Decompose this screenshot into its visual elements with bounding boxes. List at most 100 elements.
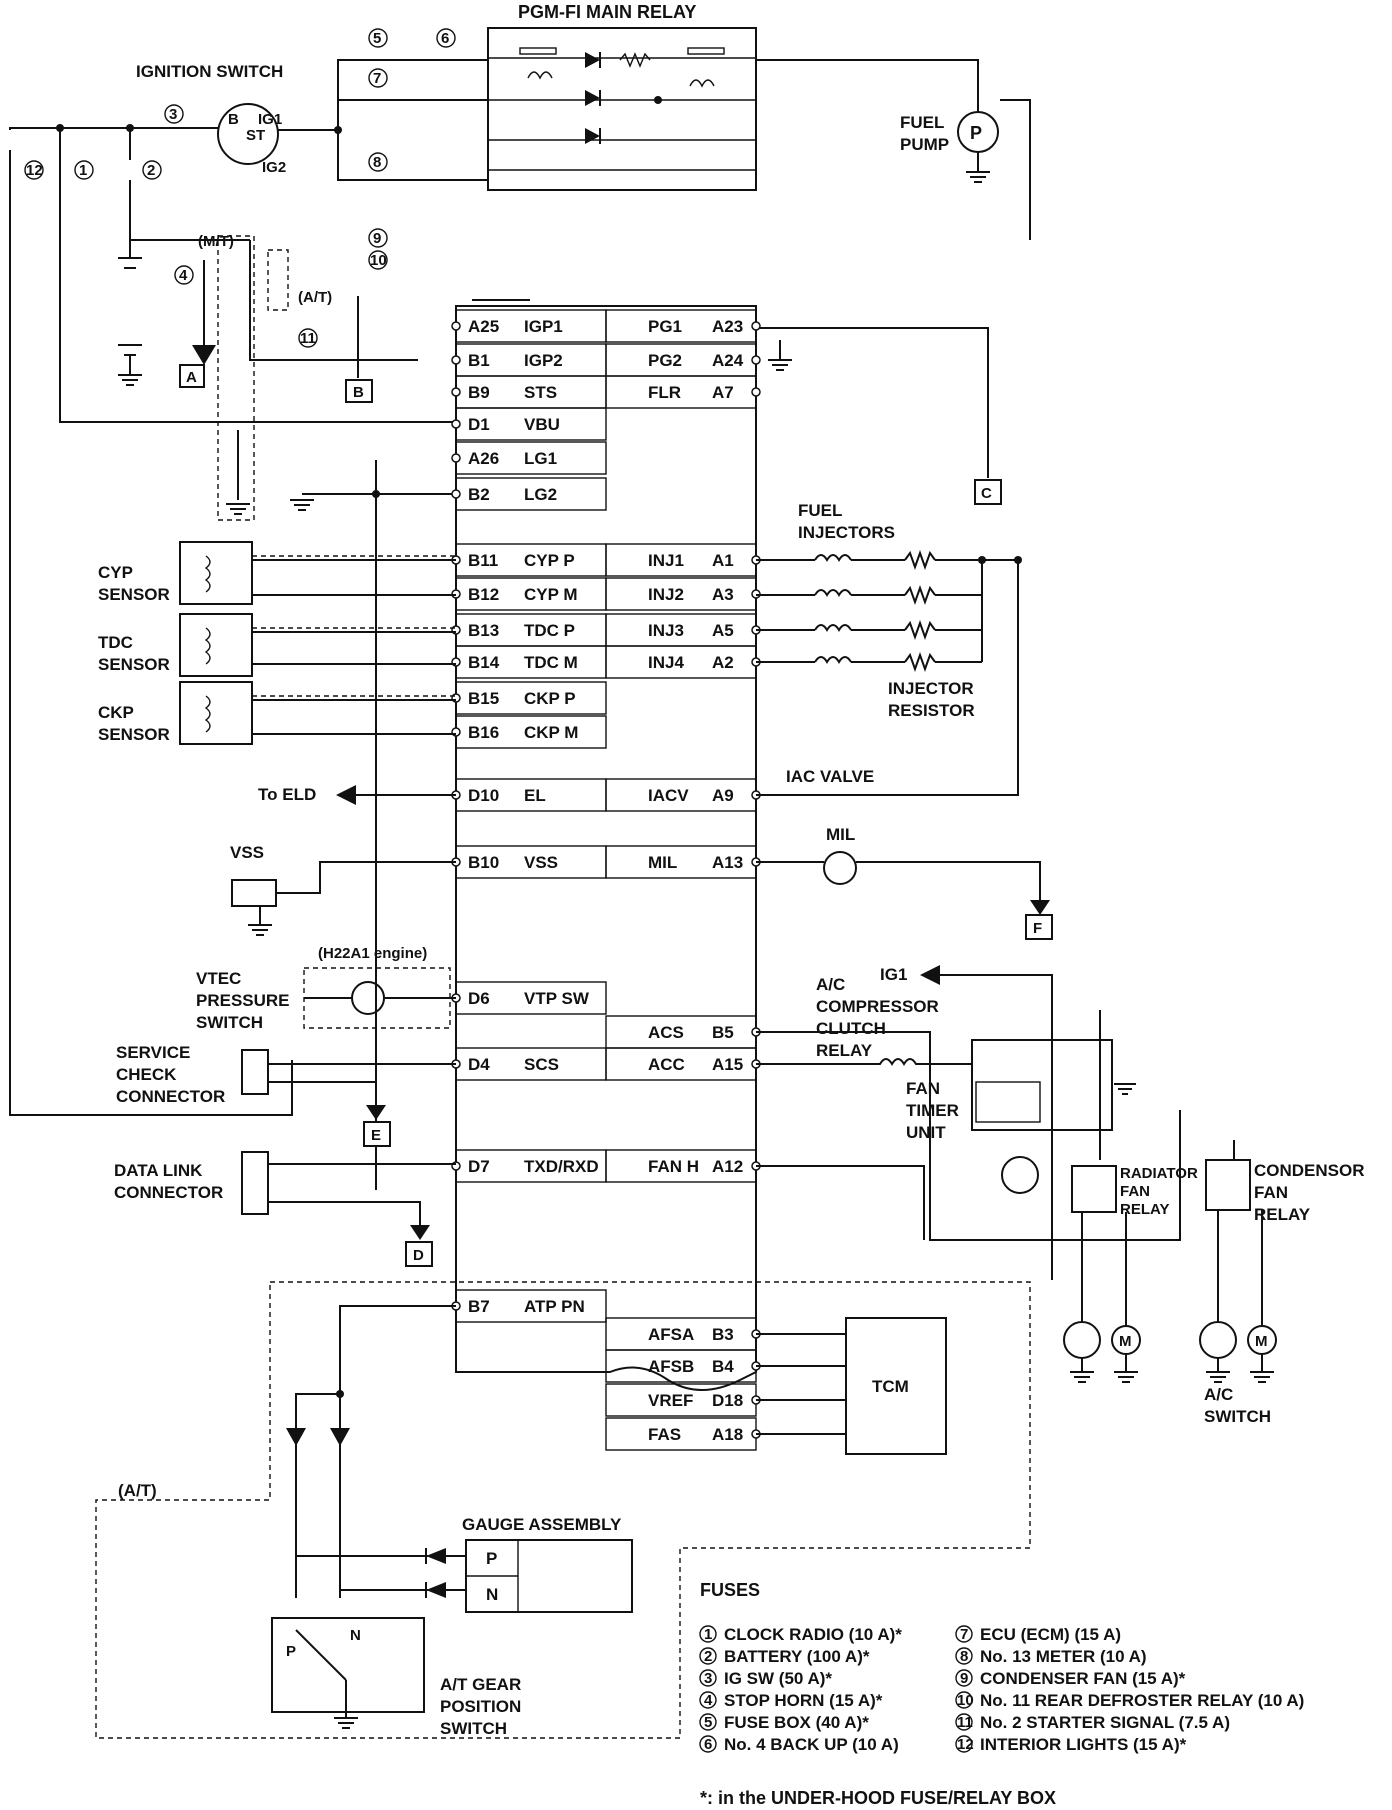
svg-text:6: 6 xyxy=(441,30,449,47)
fuse-item: ECU (ECM) (15 A) xyxy=(980,1625,1121,1644)
fuel-pump-label-2: PUMP xyxy=(900,135,949,154)
fuse-item: CLOCK RADIO (10 A)* xyxy=(724,1625,902,1644)
ckp-sensor xyxy=(179,681,253,745)
diode-icon xyxy=(585,128,600,144)
tdc-label-2: SENSOR xyxy=(98,655,170,674)
tdc-label: TDC xyxy=(98,633,133,652)
at-gear-position-switch xyxy=(271,1617,425,1713)
ecm-signal-b2: LG2 xyxy=(524,485,557,504)
main-relay-title: PGM-FI MAIN RELAY xyxy=(518,2,696,22)
dlc-label-2: CONNECTOR xyxy=(114,1183,223,1202)
ecm-signal-d7: TXD/RXD xyxy=(524,1157,599,1176)
ign-st-label: ST xyxy=(246,127,265,144)
fuse-item: BATTERY (100 A)* xyxy=(724,1647,870,1666)
ecm-signal-a3: INJ2 xyxy=(648,585,684,604)
fuse-number-icon xyxy=(699,1669,717,1687)
ecm-pin-a23: A23 xyxy=(712,317,743,336)
cyp-label-2: SENSOR xyxy=(98,585,170,604)
ecm-pin-b16: B16 xyxy=(468,723,499,742)
fuse-number: 8 xyxy=(960,1648,968,1665)
scc-label-3: CONNECTOR xyxy=(116,1087,225,1106)
tcm-label: TCM xyxy=(872,1377,909,1396)
scc-label: SERVICE xyxy=(116,1043,190,1062)
ecm-pin-d1: D1 xyxy=(468,415,490,434)
sensor-wires xyxy=(252,460,456,1190)
fuse-number-icon xyxy=(955,1691,973,1709)
ign-b-label: B xyxy=(228,111,239,128)
fuse-item: CONDENSER FAN (15 A)* xyxy=(980,1669,1186,1688)
ecm-signal-a26: LG1 xyxy=(524,449,557,468)
fan-timer-label-3: UNIT xyxy=(906,1123,946,1142)
svg-text:C: C xyxy=(981,485,992,502)
footnote: *: in the UNDER-HOOD FUSE/RELAY BOX xyxy=(700,1788,1056,1808)
ecm-signal-a7: FLR xyxy=(648,383,681,402)
ac-relay-label: A/C xyxy=(816,975,845,994)
svg-text:F: F xyxy=(1033,920,1042,937)
ecm-pin-b1: B1 xyxy=(468,351,490,370)
cond-relay-label: CONDENSOR xyxy=(1254,1161,1365,1180)
pgm-fi-main-relay xyxy=(487,27,757,191)
ecm-signal-d6: VTP SW xyxy=(524,989,590,1008)
ac-relay-label-3: CLUTCH xyxy=(816,1019,886,1038)
at-section-label: (A/T) xyxy=(118,1481,157,1500)
ac-relay-label-4: RELAY xyxy=(816,1041,873,1060)
fuse-number-icon xyxy=(699,1647,717,1665)
fuse-item: No. 4 BACK UP (10 A) xyxy=(724,1735,899,1754)
injector-circuits xyxy=(756,550,1022,796)
ckp-label-2: SENSOR xyxy=(98,725,170,744)
rad-relay-label-3: RELAY xyxy=(1120,1201,1169,1218)
ecm-pin-b3: B3 xyxy=(712,1325,734,1344)
fuse-item: STOP HORN (15 A)* xyxy=(724,1691,883,1710)
ecm-signal-a25: IGP1 xyxy=(524,317,563,336)
svg-text:5: 5 xyxy=(373,30,381,47)
ecm-signal-b3: AFSA xyxy=(648,1325,694,1344)
ac-switch-label: A/C xyxy=(1204,1385,1233,1404)
rad-relay-label: RADIATOR xyxy=(1120,1165,1198,1182)
svg-text:1: 1 xyxy=(79,162,87,179)
mil-lamp-icon xyxy=(823,851,857,885)
ecm-signal-b4: AFSB xyxy=(648,1357,694,1376)
rad-relay-label-2: FAN xyxy=(1120,1183,1150,1200)
ecm-pin-b4: B4 xyxy=(712,1357,734,1376)
fuse-number: 1 xyxy=(704,1626,712,1643)
radiator-fan-motor-icon xyxy=(1063,1321,1101,1359)
ecm-signal-d1: VBU xyxy=(524,415,560,434)
fuse-number-icon xyxy=(699,1625,717,1643)
svg-text:10: 10 xyxy=(370,252,387,269)
dlc-label: DATA LINK xyxy=(114,1161,203,1180)
ecm-signal-a24: PG2 xyxy=(648,351,682,370)
ecm-signal-a23: PG1 xyxy=(648,317,682,336)
ecm-signal-b1: IGP2 xyxy=(524,351,563,370)
ecm-signal-b10: VSS xyxy=(524,853,558,872)
connector-f xyxy=(1025,914,1053,940)
svg-text:D: D xyxy=(413,1247,424,1264)
fan-timer-label: FAN xyxy=(906,1079,940,1098)
ecm-pin-b13: B13 xyxy=(468,621,499,640)
ac-relay-label-2: COMPRESSOR xyxy=(816,997,939,1016)
data-link-connector xyxy=(241,1151,269,1215)
fuse-number: 2 xyxy=(704,1648,712,1665)
ecm-pin-a24: A24 xyxy=(712,351,744,370)
fuse-item: No. 2 STARTER SIGNAL (7.5 A) xyxy=(980,1713,1230,1732)
ecm-pin-a5: A5 xyxy=(712,621,734,640)
svg-text:M: M xyxy=(1119,1333,1132,1350)
fuse-number: 10 xyxy=(957,1692,974,1709)
ecm-signal-b12: CYP M xyxy=(524,585,578,604)
ecm-pin-a13: A13 xyxy=(712,853,743,872)
connector-e xyxy=(363,1121,391,1147)
ecm-signal-a1: INJ1 xyxy=(648,551,684,570)
svg-text:9: 9 xyxy=(373,230,381,247)
ecm-pin-d18: D18 xyxy=(712,1391,743,1410)
ecm-pin-b9: B9 xyxy=(468,383,490,402)
ecm-signal-a5: INJ3 xyxy=(648,621,684,640)
ecm-pin-b15: B15 xyxy=(468,689,499,708)
diode-icon xyxy=(286,1428,306,1446)
to-eld-label: To ELD xyxy=(258,785,316,804)
fuse-number: 9 xyxy=(960,1670,968,1687)
connector-d xyxy=(405,1241,433,1267)
vtec-switch-icon xyxy=(351,981,385,1015)
ecm-signal-a9: IACV xyxy=(648,786,689,805)
ecm-pin-a18: A18 xyxy=(712,1425,743,1444)
